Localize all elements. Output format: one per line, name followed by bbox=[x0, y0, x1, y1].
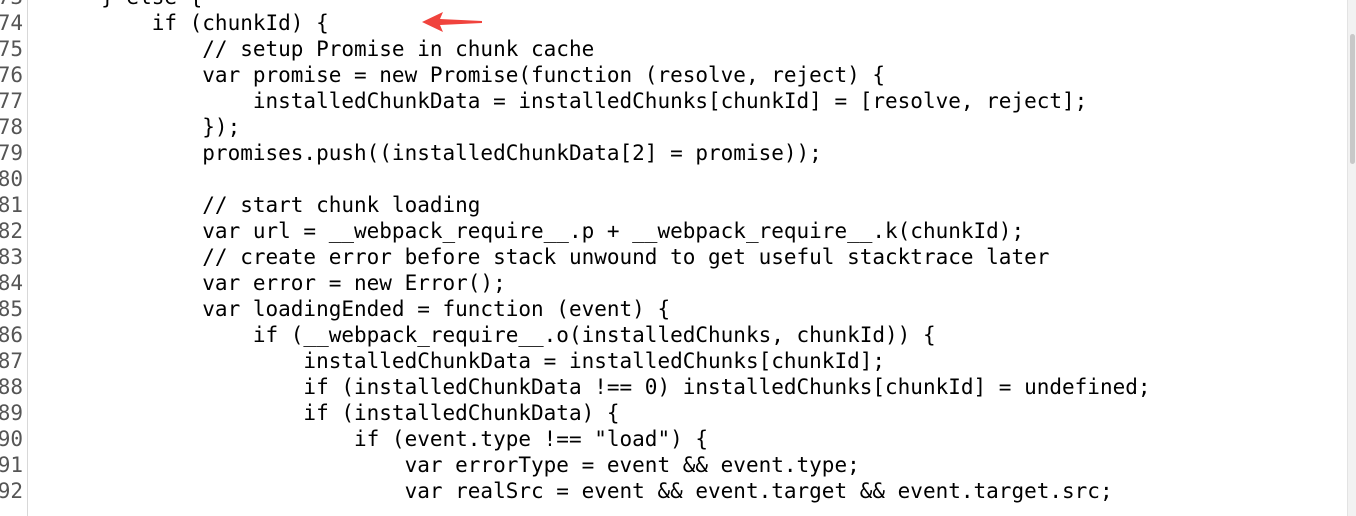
code-line: if (event.type !== "load") { bbox=[0, 427, 709, 451]
line-number: 80 bbox=[0, 167, 23, 191]
line-number: 74 bbox=[0, 11, 23, 35]
code-line: var error = new Error(); bbox=[0, 271, 506, 295]
code-line: var promise = new Promise(function (reso… bbox=[0, 63, 886, 87]
code-line: installedChunkData = installedChunks[chu… bbox=[0, 89, 1088, 113]
line-number: 90 bbox=[0, 427, 23, 451]
scrollbar-thumb[interactable] bbox=[1350, 34, 1355, 164]
line-number: 87 bbox=[0, 349, 23, 373]
line-number-gutter: 73 74 75 76 77 78 79 80 81 82 83 84 85 8… bbox=[0, 0, 28, 516]
line-number: 75 bbox=[0, 37, 23, 61]
code-line: // create error before stack unwound to … bbox=[0, 245, 1050, 269]
code-line: }); bbox=[0, 115, 241, 139]
line-number: 91 bbox=[0, 453, 23, 477]
code-line: var realSrc = event && event.target && e… bbox=[0, 479, 1113, 503]
code-line: installedChunkData = installedChunks[chu… bbox=[0, 349, 886, 373]
code-line: if (__webpack_require__.o(installedChunk… bbox=[0, 323, 936, 347]
line-number: 86 bbox=[0, 323, 23, 347]
code-line: // setup Promise in chunk cache bbox=[0, 37, 595, 61]
code-line: promises.push((installedChunkData[2] = p… bbox=[0, 141, 822, 165]
line-number: 92 bbox=[0, 479, 23, 503]
line-number: 79 bbox=[0, 141, 23, 165]
line-number: 88 bbox=[0, 375, 23, 399]
vertical-scrollbar[interactable] bbox=[1347, 0, 1356, 516]
code-line: var errorType = event && event.type; bbox=[0, 453, 860, 477]
line-number: 77 bbox=[0, 89, 23, 113]
code-line: } else { bbox=[0, 0, 202, 10]
line-number: 73 bbox=[0, 0, 23, 10]
code-line: // start chunk loading bbox=[0, 193, 481, 217]
line-number: 82 bbox=[0, 219, 23, 243]
code-line: var loadingEnded = function (event) { bbox=[0, 297, 671, 321]
code-line: if (chunkId) { bbox=[0, 11, 329, 35]
line-number: 83 bbox=[0, 245, 23, 269]
line-number: 89 bbox=[0, 401, 23, 425]
code-line: if (installedChunkData) { bbox=[0, 401, 620, 425]
line-number: 84 bbox=[0, 271, 23, 295]
code-line: var url = __webpack_require__.p + __webp… bbox=[0, 219, 1025, 243]
line-number: 76 bbox=[0, 63, 23, 87]
line-number: 78 bbox=[0, 115, 23, 139]
line-number: 81 bbox=[0, 193, 23, 217]
code-line: if (installedChunkData !== 0) installedC… bbox=[0, 375, 1151, 399]
line-number: 85 bbox=[0, 297, 23, 321]
left-arrow-annotation-icon bbox=[422, 12, 482, 32]
